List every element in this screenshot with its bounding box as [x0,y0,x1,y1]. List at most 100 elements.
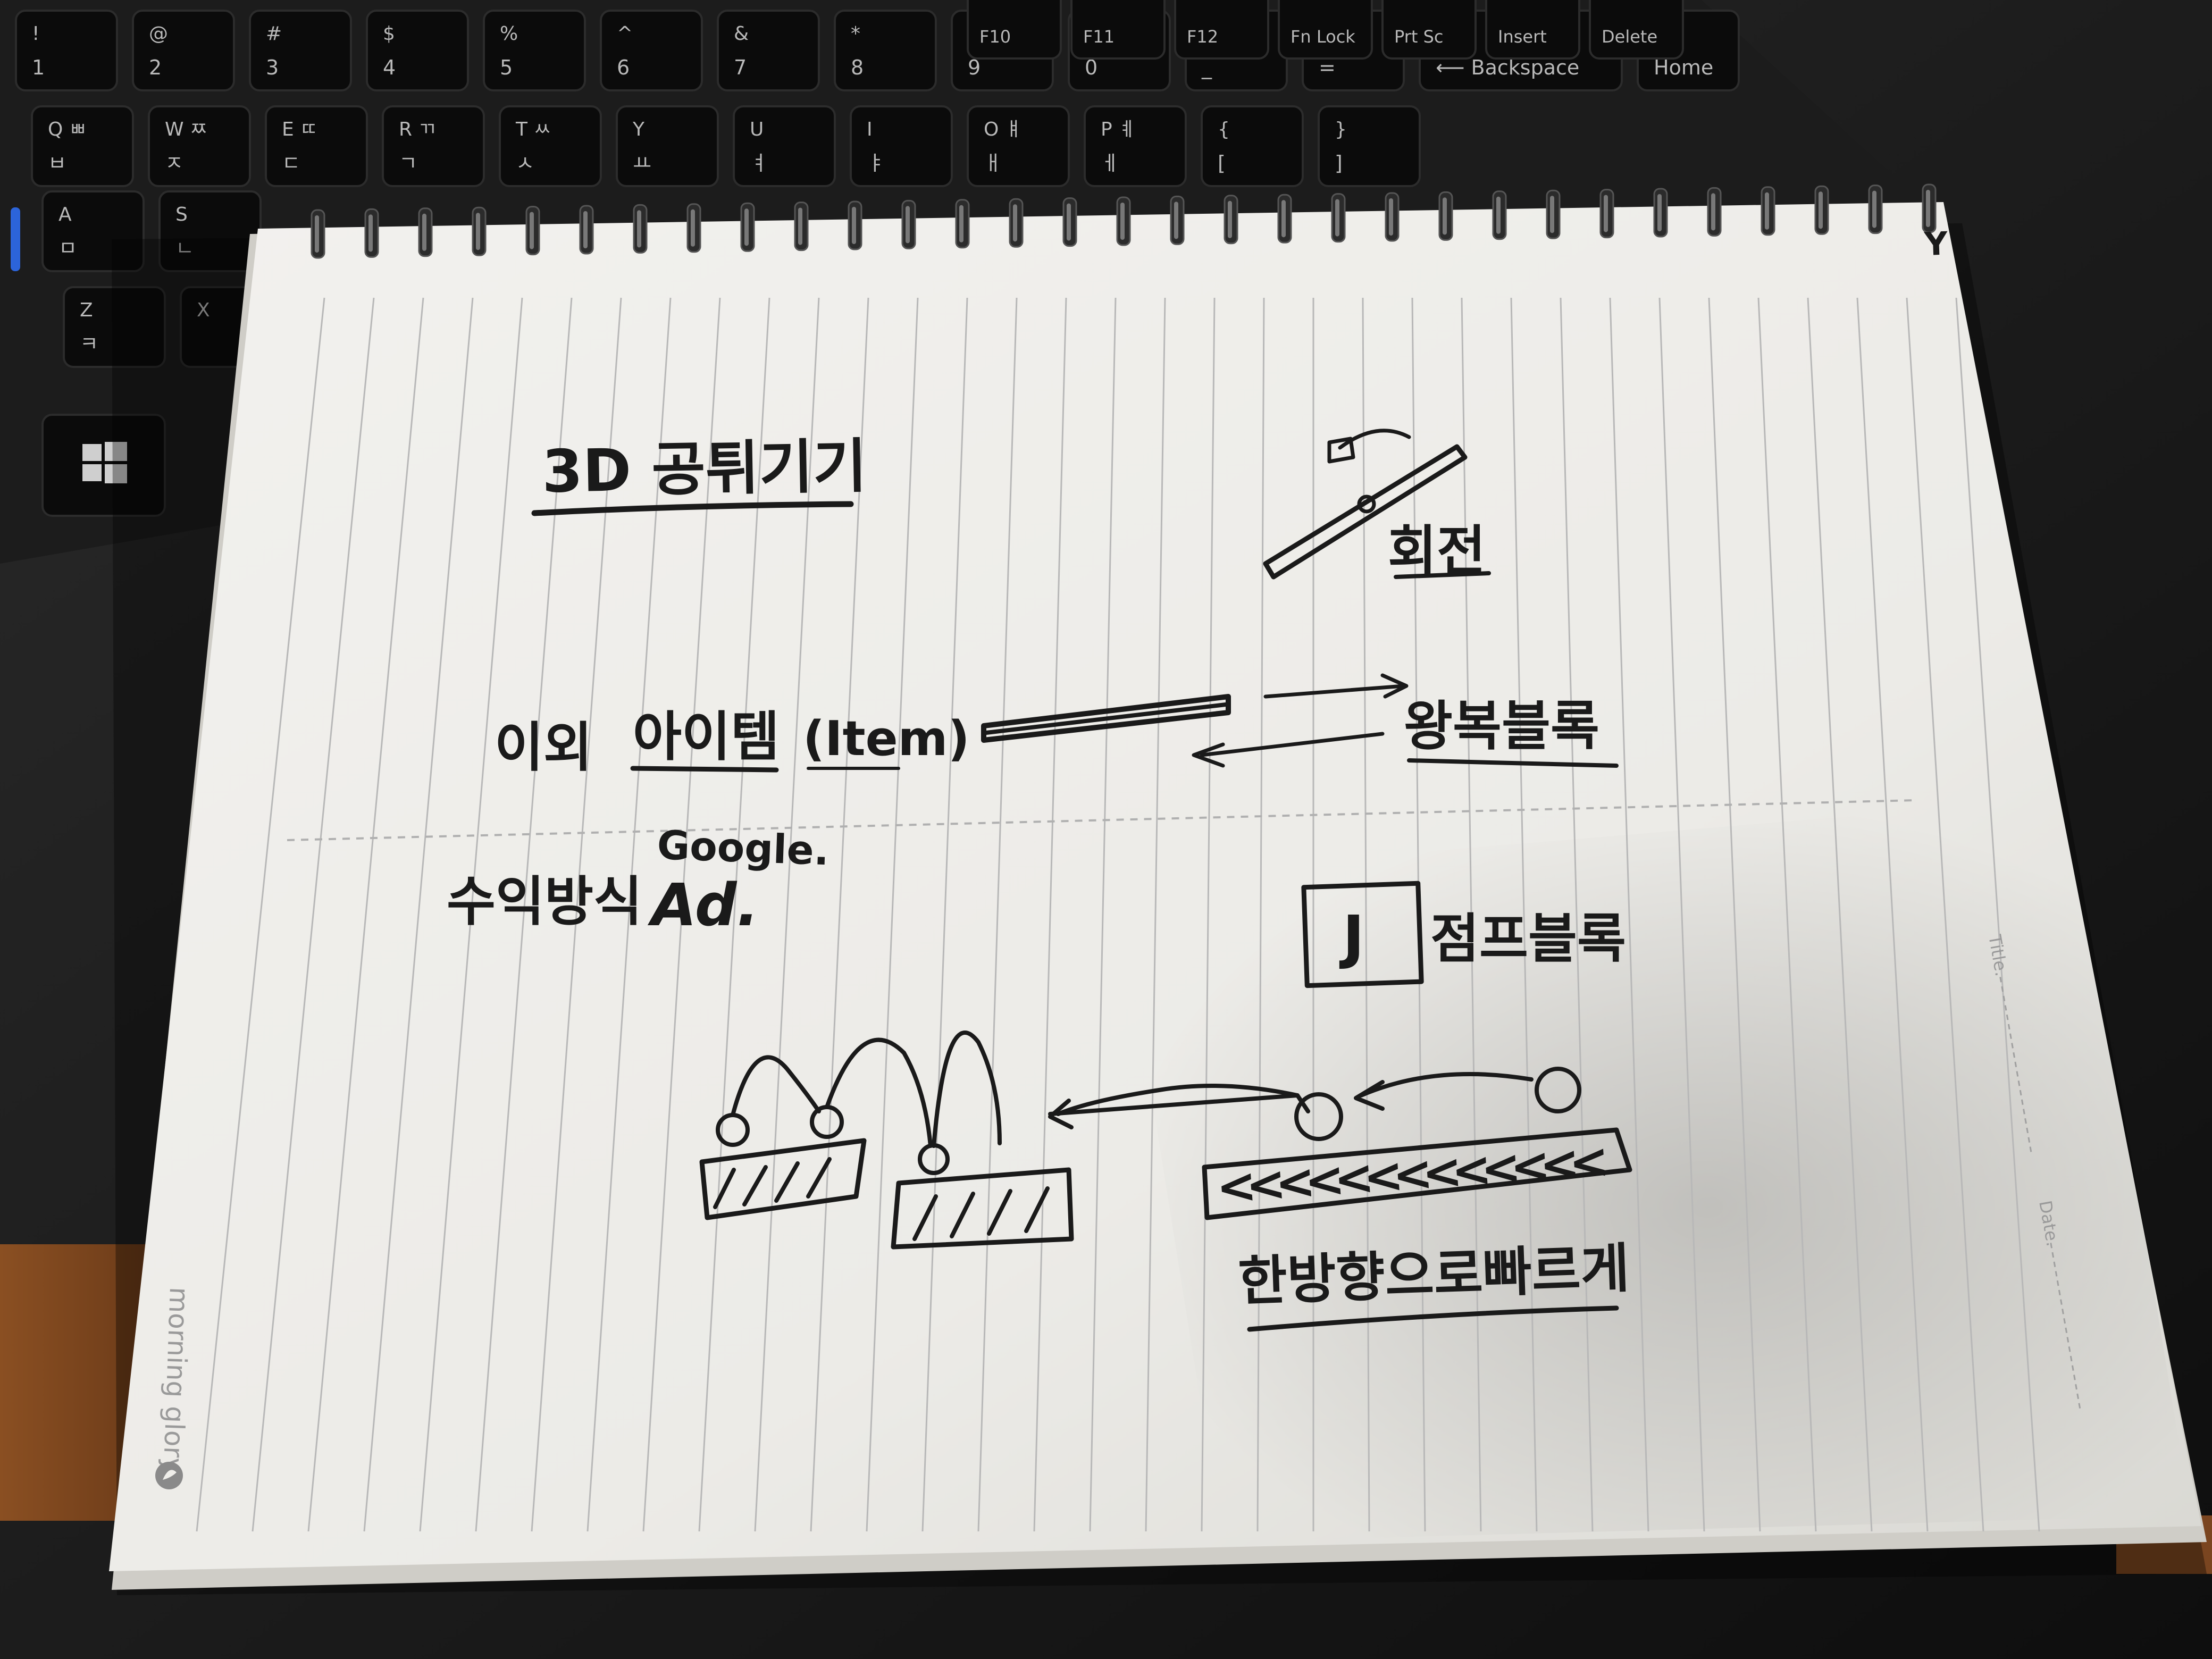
ruled-line [1560,297,1594,1532]
ruled-line [1757,297,1817,1532]
keyboard: !1@2#3$4%5^6&7*8(9)0-_+=⟵ BackspaceHomeQ… [11,0,1740,517]
shuttle-label: 왕복블록 [1404,695,1599,757]
keyboard-key: *8 [834,10,937,91]
spiral-ring [1546,189,1561,239]
keyboard-key: %5 [483,10,586,91]
item-prefix: 이외 [495,716,592,778]
key-bottom-label: ㄷ [282,152,300,175]
fn-key: F12 [1174,0,1269,60]
ruled-line [1201,297,1216,1532]
key-top-label: } [1335,119,1347,140]
key-top-label: I [867,119,873,140]
dashed-guide-line [287,799,1915,841]
keyboard-key: @2 [132,10,235,91]
ruled-line [1089,297,1117,1532]
spiral-ring [686,203,701,253]
ruled-line [419,297,523,1532]
key-bottom-label: 4 [383,56,396,79]
spiral-ring [364,208,379,258]
revenue-label: 수익방식 [447,870,642,933]
conveyor-label: 한방향으로빠르게 [1237,1237,1631,1313]
key-bottom-label: 3 [266,56,279,79]
spiral-ring [1653,188,1668,238]
ruled-line [1609,297,1649,1532]
conveyor-drawing [1202,1067,1632,1220]
ruled-line [1807,297,1873,1532]
keyboard-key: $4 [366,10,469,91]
key-top-label: S [175,204,188,225]
keyboard-key: Iㅑ [850,105,953,187]
keyboard-key: Aㅁ [41,190,145,272]
keyboard-key: O ㅒㅐ [967,105,1070,187]
spiral-ring [794,202,809,252]
fn-key-label: Delete [1602,27,1657,47]
notebook-corner-mark: Y [1923,225,1949,263]
spiral-ring [1062,197,1077,247]
ruled-line [475,297,573,1532]
key-top-label: Q ㅃ [48,119,87,140]
key-top-label: W ㅉ [165,119,207,140]
ruled-line [1145,297,1166,1532]
rotate-underline [1394,571,1491,579]
sketch-title: 3D 공튀기기 [541,432,867,506]
spiral-ring [1438,191,1453,241]
key-top-label: & [734,23,749,45]
google-label: Google. [656,822,830,874]
keyboard-key: !1 [15,10,118,91]
spiral-ring [1385,192,1400,242]
keyboard-key: Yㅛ [616,105,719,187]
keyboard-key: P ㅖㅔ [1084,105,1187,187]
keyboard-key: E ㄸㄷ [265,105,368,187]
ruled-line [977,297,1018,1532]
ruled-line [307,297,424,1532]
fn-key-label: Insert [1498,27,1547,47]
keyboard-key: }] [1318,105,1421,187]
spiral-ring [1707,187,1722,237]
keyboard-key: T ㅆㅅ [499,105,602,187]
spiral-ring [1224,195,1238,245]
key-top-label: X [197,299,210,321]
key-top-label: O ㅒ [984,119,1023,140]
ruled-line [921,297,968,1532]
spiral-ring [1009,198,1024,248]
fn-key-label: Prt Sc [1394,27,1444,47]
fn-key: Fn Lock [1278,0,1373,60]
handwritten-sketch: 3D 공튀기기 회전 이외 아이템 (Item) 왕복블록 Google. [447,429,1632,1332]
key-bottom-label: ㅕ [750,152,768,175]
fn-key-label: F12 [1187,27,1218,47]
key-top-label: R ㄲ [399,119,436,140]
key-bottom-label: ㅑ [867,152,885,175]
key-top-label: % [500,23,518,45]
key-top-label: T ㅆ [515,119,551,140]
key-top-label: # [266,23,282,45]
key-bottom-label: 8 [851,56,864,79]
keyboard-key: #3 [249,10,352,91]
spiral-ring [418,207,433,257]
rotate-label: 회전 [1388,520,1486,582]
spiral-ring [848,200,862,250]
key-bottom-label: ㅂ [48,152,66,175]
key-bottom-label: ㅅ [516,152,534,175]
ruled-line [531,297,622,1532]
key-bottom-label: ㅔ [1101,152,1119,175]
ruled-line [642,297,721,1532]
key-top-label: A [58,204,72,225]
spiral-ring [1331,193,1346,243]
key-bottom-label: 9 [968,56,981,79]
key-top-label: P ㅖ [1101,119,1136,140]
ruled-line [1955,297,2040,1532]
fn-key: Prt Sc [1381,0,1477,60]
key-bottom-label: _ [1201,56,1212,79]
spiral-ring [1868,185,1883,234]
ruled-line [1256,297,1265,1532]
keyboard-key: {[ [1201,105,1304,187]
brand-text: morning glory [157,1287,195,1474]
jump-label: 점프블록 [1430,908,1626,970]
ruled-line [363,297,474,1532]
fn-key: Insert [1485,0,1580,60]
key-bottom-label: ㅋ [80,332,98,356]
spiral-ring [1492,190,1507,240]
fn-key: F10 [967,0,1062,60]
ruled-line [252,297,375,1532]
keyboard-key: R ㄲㄱ [382,105,485,187]
